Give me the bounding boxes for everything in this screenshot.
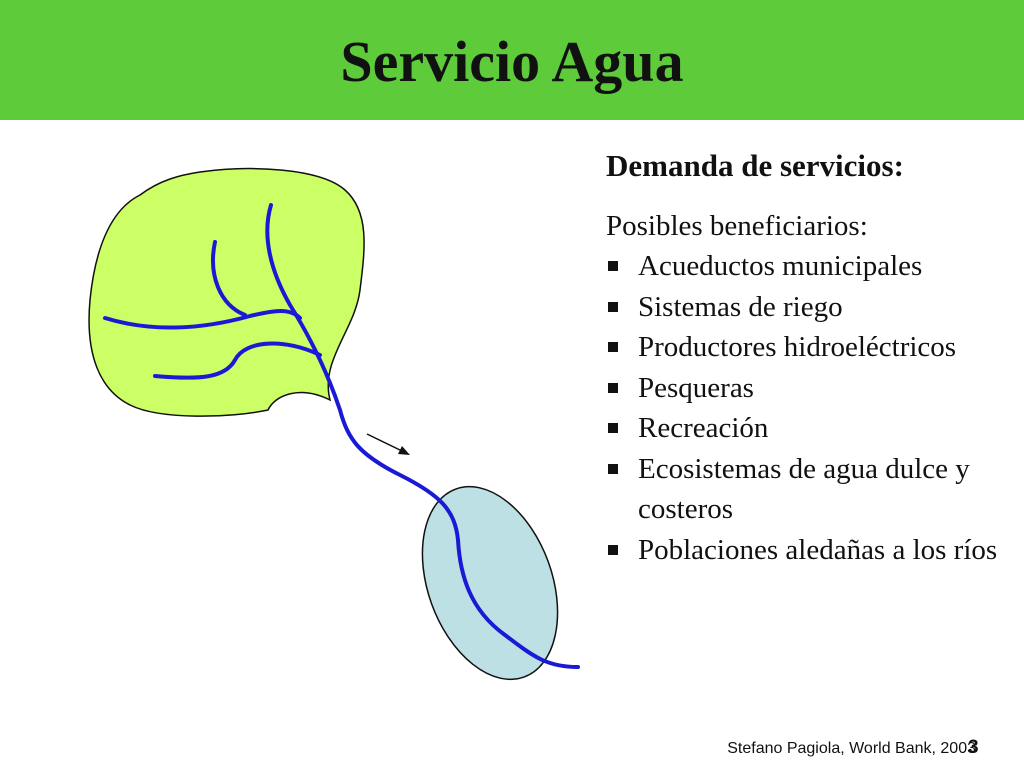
flow-arrow bbox=[366, 433, 410, 455]
bullet-square-icon bbox=[608, 261, 618, 271]
panel-subheading: Posibles beneficiarios: bbox=[606, 210, 868, 242]
river-network bbox=[103, 203, 580, 669]
bullet-square-icon bbox=[608, 463, 618, 474]
tributary-west bbox=[103, 309, 302, 330]
title-bar bbox=[0, 0, 1024, 120]
main-river bbox=[265, 203, 580, 669]
list-item: Sistemas de riego bbox=[606, 287, 1006, 328]
bullet-square-icon bbox=[608, 382, 618, 393]
watershed-diagram bbox=[88, 167, 580, 681]
page-number: 3 bbox=[968, 737, 979, 758]
list-item-text: Poblaciones aledañas a los ríos bbox=[638, 533, 998, 566]
list-item-text: Productores hidroeléctricos bbox=[638, 331, 957, 363]
list-item-text: Acueductos municipales bbox=[638, 250, 923, 282]
list-item: Pesqueras bbox=[606, 368, 1006, 409]
bullet-square-icon bbox=[608, 423, 618, 433]
slide-title: Servicio Agua bbox=[340, 29, 684, 94]
list-item-text: Sistemas de riego bbox=[638, 290, 843, 323]
text-panel: Demanda de servicios: Posibles beneficia… bbox=[606, 146, 1006, 570]
list-item: Productores hidroeléctricos bbox=[606, 327, 1006, 368]
list-item-text: Pesqueras bbox=[638, 371, 754, 404]
panel-heading: Demanda de servicios: bbox=[606, 148, 904, 183]
watershed-area bbox=[88, 167, 365, 417]
list-item: Recreación bbox=[606, 408, 1006, 449]
list-item: Acueductos municipales bbox=[606, 246, 1006, 287]
tributary-southwest bbox=[153, 341, 322, 380]
list-item: Ecosistemas de agua dulce y costeros bbox=[606, 449, 1006, 530]
list-item: Poblaciones aledañas a los ríos bbox=[606, 530, 1006, 571]
footer-credit: Stefano Pagiola, World Bank, 2003 bbox=[727, 740, 976, 757]
list-item-text: Ecosistemas de agua dulce y costeros bbox=[638, 452, 970, 526]
beneficiaries-list: Acueductos municipales Sistemas de riego… bbox=[606, 246, 1006, 570]
bullet-square-icon bbox=[608, 342, 618, 352]
list-item-text: Recreación bbox=[638, 412, 769, 444]
tributary-north bbox=[211, 240, 247, 317]
bullet-square-icon bbox=[608, 544, 618, 555]
bullet-square-icon bbox=[608, 301, 618, 312]
